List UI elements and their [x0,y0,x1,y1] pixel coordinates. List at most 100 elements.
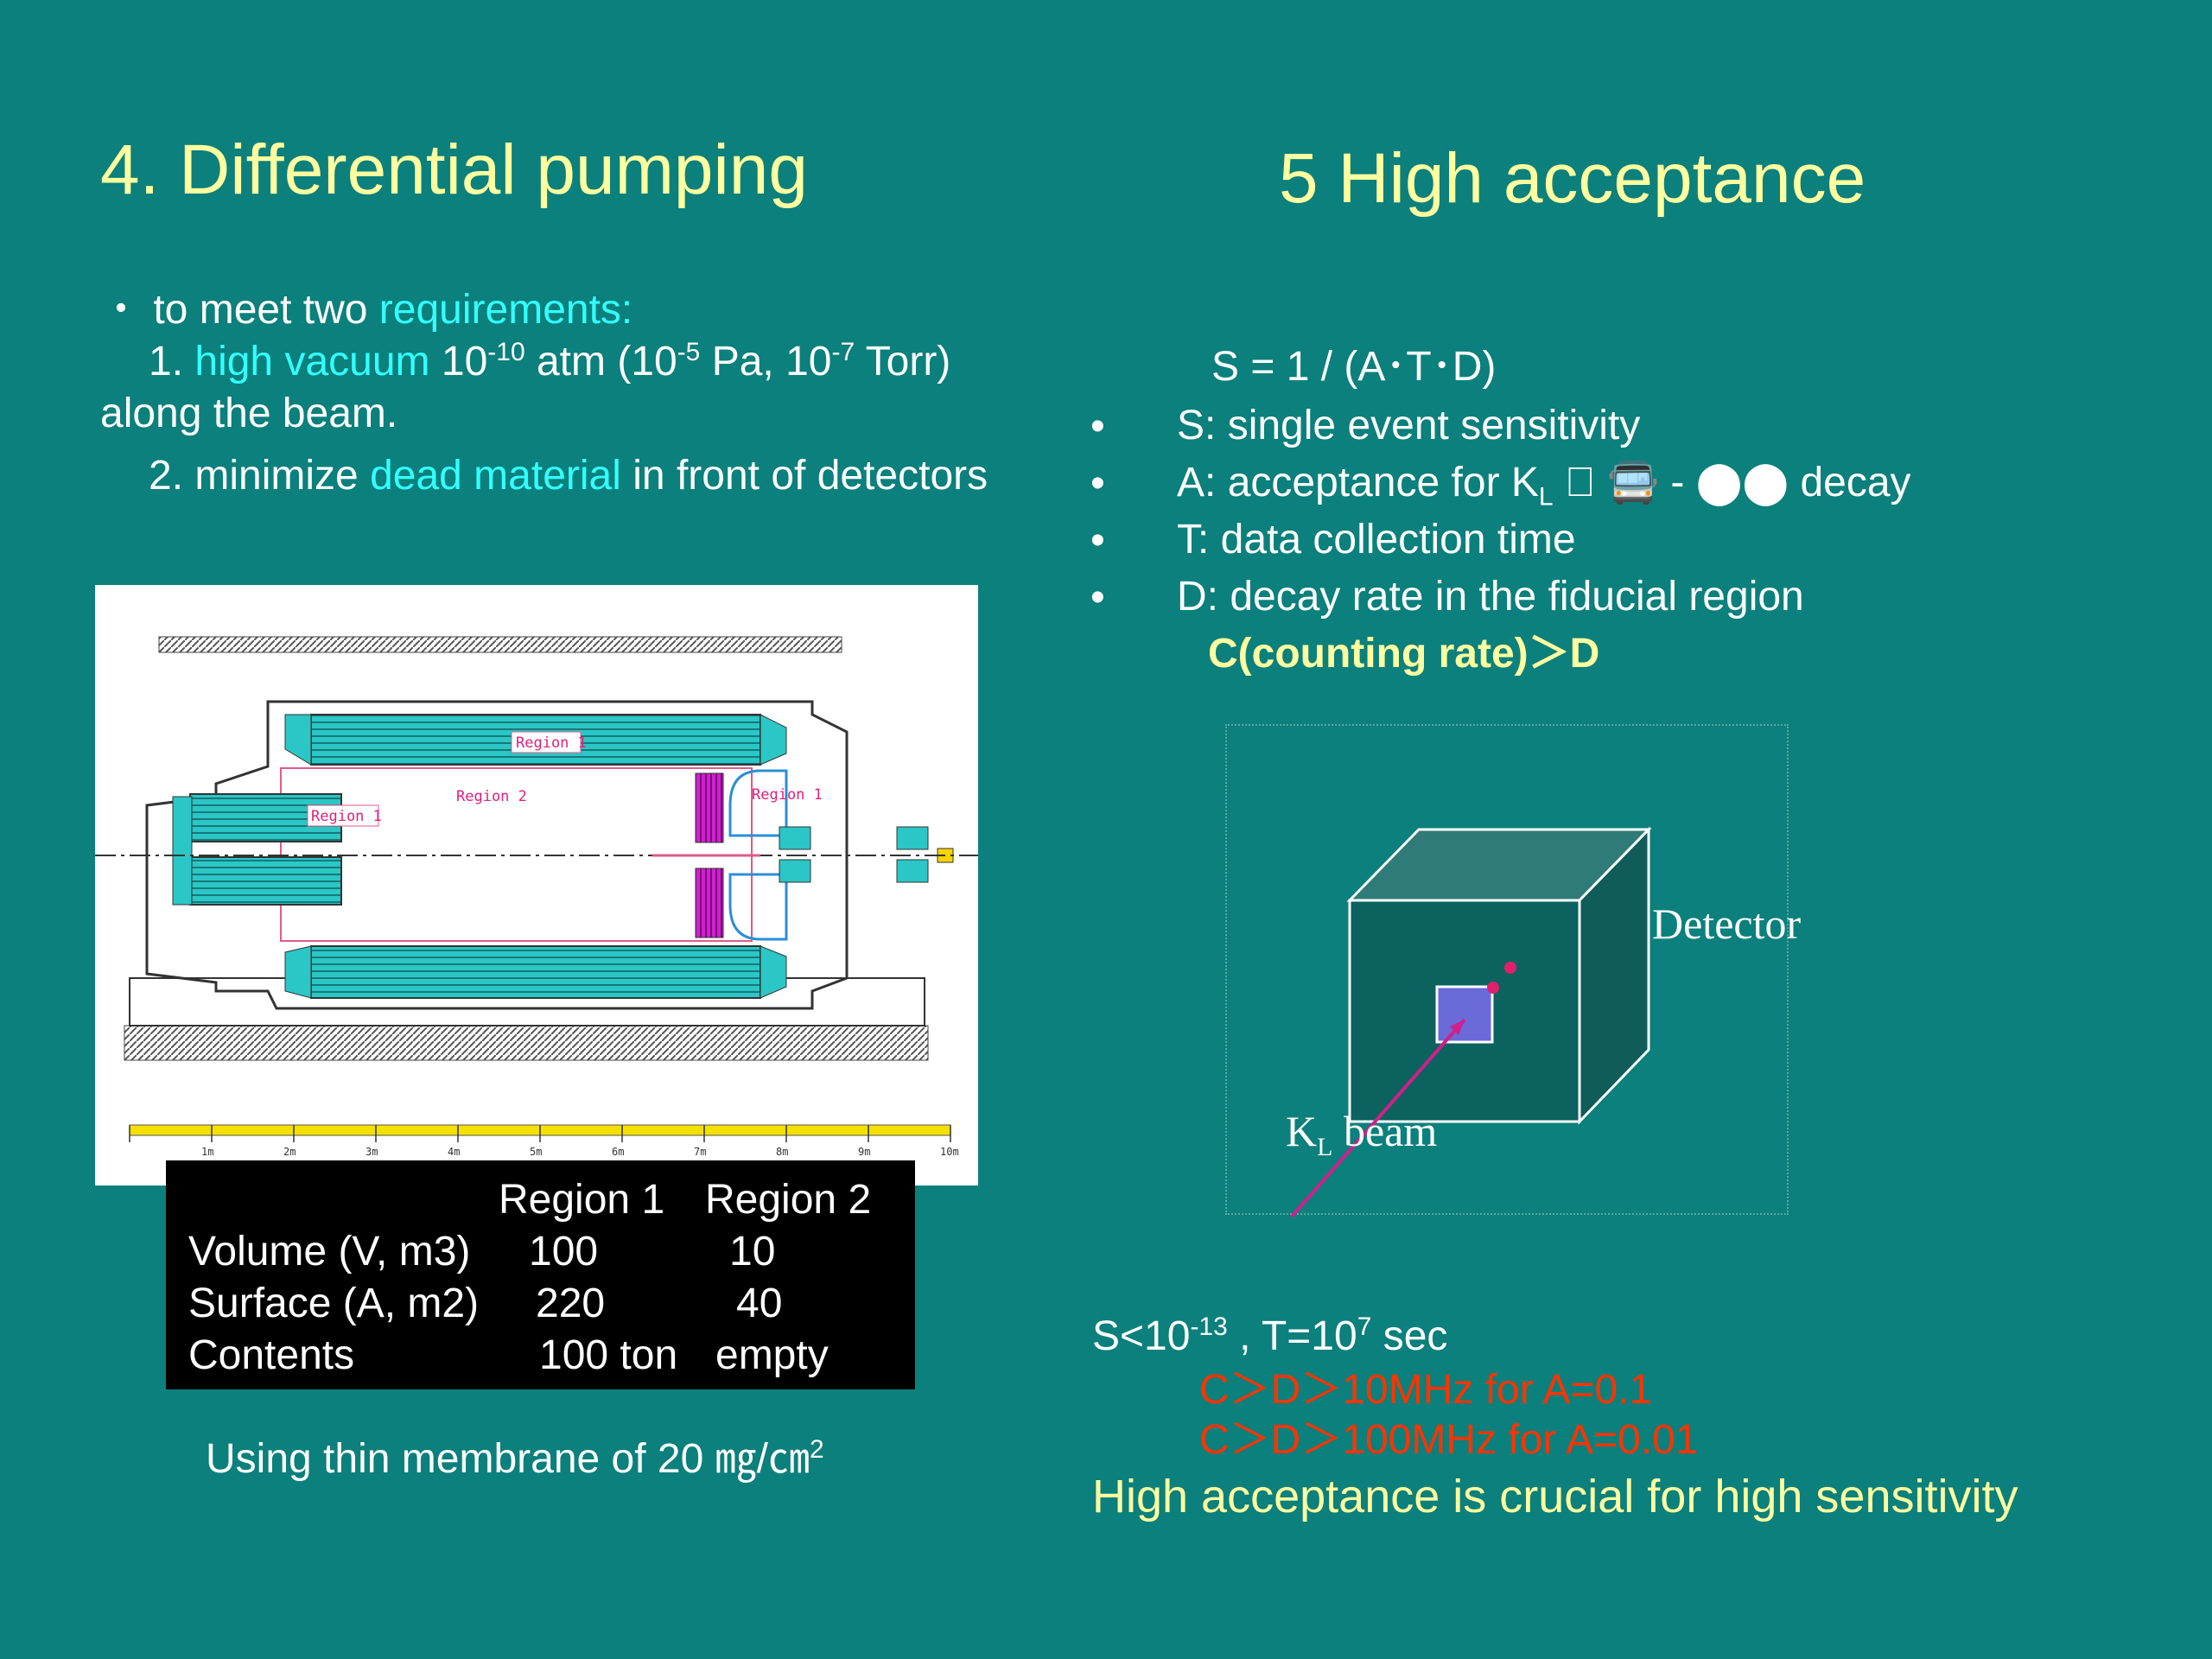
requirements-word: requirements: [378,287,633,333]
label-box-r1-left [307,804,379,827]
top-barrel-end-right [760,714,787,766]
requirements-lead: ・ to meet two [100,287,379,333]
floor [124,1025,929,1061]
decay-point-2 [1504,962,1516,974]
bullet-a: A: acceptance for KL   🚍 - ⬤⬤ decay [1177,458,1911,510]
table-cell: 40 [736,1281,783,1326]
goal-text-b: , T=10 [1227,1313,1357,1359]
goal-text-a: S<10 [1092,1313,1191,1359]
table-cell: 100 [529,1229,599,1274]
beam-label-word: beam [1332,1107,1438,1155]
rate-condition-1: C＞D＞10MHz for A=0.1 [1199,1367,1653,1413]
label-region1-right: Region 1 [752,786,823,804]
bottom-barrel [310,945,761,999]
req2-suffix: in front of detectors [620,453,988,499]
requirements-line: ・ to meet two requirements: [100,285,632,335]
detector-diagram: Detector KL beam [1225,724,1801,1233]
sensitivity-formula: S = 1 / (A･T･D) [1211,344,1497,390]
table-cell: 10 [729,1229,776,1274]
bullet-d: D: decay rate in the fiducial region [1177,574,1804,620]
requirement-1-continued: along the beam. [100,391,398,436]
label-region2: Region 2 [456,788,527,805]
table-header-region2: Region 2 [705,1177,872,1223]
scale-label: 4m [448,1146,460,1158]
table-cell: 100 ton [539,1332,678,1378]
bottom-barrel-end-right [760,945,787,999]
right-endcap-lower [728,873,788,941]
scale-label: 8m [776,1146,788,1158]
region-table: Region 1 Region 2 Volume (V, m3) 100 10 … [166,1160,915,1389]
decay-point-1 [1487,982,1499,994]
goal-exp-t: 7 [1357,1313,1372,1341]
req1-prefix: 1. [149,339,195,385]
req1-highlight: high vacuum [194,339,430,385]
counting-rate: C(counting rate)＞D [1208,631,1600,677]
small-module-4 [896,859,929,883]
scale-label: 2m [283,1146,296,1158]
beam-arrowhead [1450,1020,1465,1035]
bullet-a-sub: L [1538,482,1554,512]
table-header-region1: Region 1 [499,1177,665,1223]
scale-label: 9m [858,1146,870,1158]
scale-label: 5m [530,1146,542,1158]
vessel-outline [145,700,849,1010]
table-cell: empty [715,1332,829,1378]
left-endcap [172,796,193,906]
req1-exp-1: -10 [487,338,525,366]
left-title: 4. Differential pumping [100,130,808,209]
req1-text-a: 10 [429,339,488,385]
magenta-block-lower [695,868,724,938]
req1-exp-3: -7 [831,338,855,366]
table-cell: 220 [536,1281,606,1326]
goal-text-c: sec [1371,1313,1448,1359]
req2-prefix: 2. minimize [149,453,371,499]
membrane-text: Using thin membrane of 20 [206,1436,715,1482]
beam-line [1277,1018,1466,1233]
requirement-1: 1. high vacuum 10-10 atm (10-5 Pa, 10-7 … [149,337,950,387]
detector-svg [1277,826,1652,1233]
small-module-3 [896,826,929,850]
bullet-a-decay:   🚍 - ⬤⬤ decay [1553,460,1911,505]
table-row-label: Surface (A, m2) [188,1281,480,1326]
label-region1-top: Region 1 [516,734,587,752]
conclusion: High acceptance is crucial for high sens… [1092,1471,2018,1522]
req1-text-b: atm (10 [524,339,677,385]
bullet-dot: • [1090,404,1105,449]
requirement-2: 2. minimize dead material in front of de… [149,451,988,501]
table-row-label: Contents [188,1332,355,1378]
sensitivity-goal: S<10-13 , T=107 sec [1092,1312,1447,1362]
goal-exp-s: -13 [1190,1313,1228,1341]
req1-text-c: Pa, 10 [700,339,832,385]
right-endcap-upper [728,769,788,837]
magenta-block-upper [695,772,724,843]
bottom-barrel-end-left [284,945,312,999]
bullet-dot: • [1090,461,1105,506]
label-box-r1-top [511,731,582,753]
small-module-1 [779,826,811,850]
bullet-dot: • [1090,575,1105,620]
bullet-t: T: data collection time [1177,517,1576,563]
right-title: 5 High acceptance [1279,139,1866,218]
scale-label: 6m [612,1146,624,1158]
inner-barrel-bottom [189,856,342,906]
req1-text-d: Torr) [855,339,951,385]
beam-label-k: K [1286,1107,1318,1155]
bullet-dot: • [1090,518,1105,563]
top-barrel-end-left [284,714,312,766]
req2-highlight: dead material [370,453,621,499]
membrane-note: Using thin membrane of 20 ㎎/㎝2 [206,1434,824,1484]
req1-exp-2: -5 [677,338,701,366]
scale-label: 10m [940,1146,959,1158]
beam-label-sub: L [1317,1133,1333,1161]
rate-condition-2: C＞D＞100MHz for A=0.01 [1199,1417,1699,1463]
detector-label: Detector [1652,899,1802,948]
scale-label: 7m [694,1146,706,1158]
fiducial-region [1435,985,1494,1044]
bullet-a-text: A: acceptance for K [1177,460,1539,505]
scale-label: 1m [201,1146,213,1158]
small-module-2 [779,859,811,883]
membrane-unit: ㎎/㎝ [715,1436,810,1482]
